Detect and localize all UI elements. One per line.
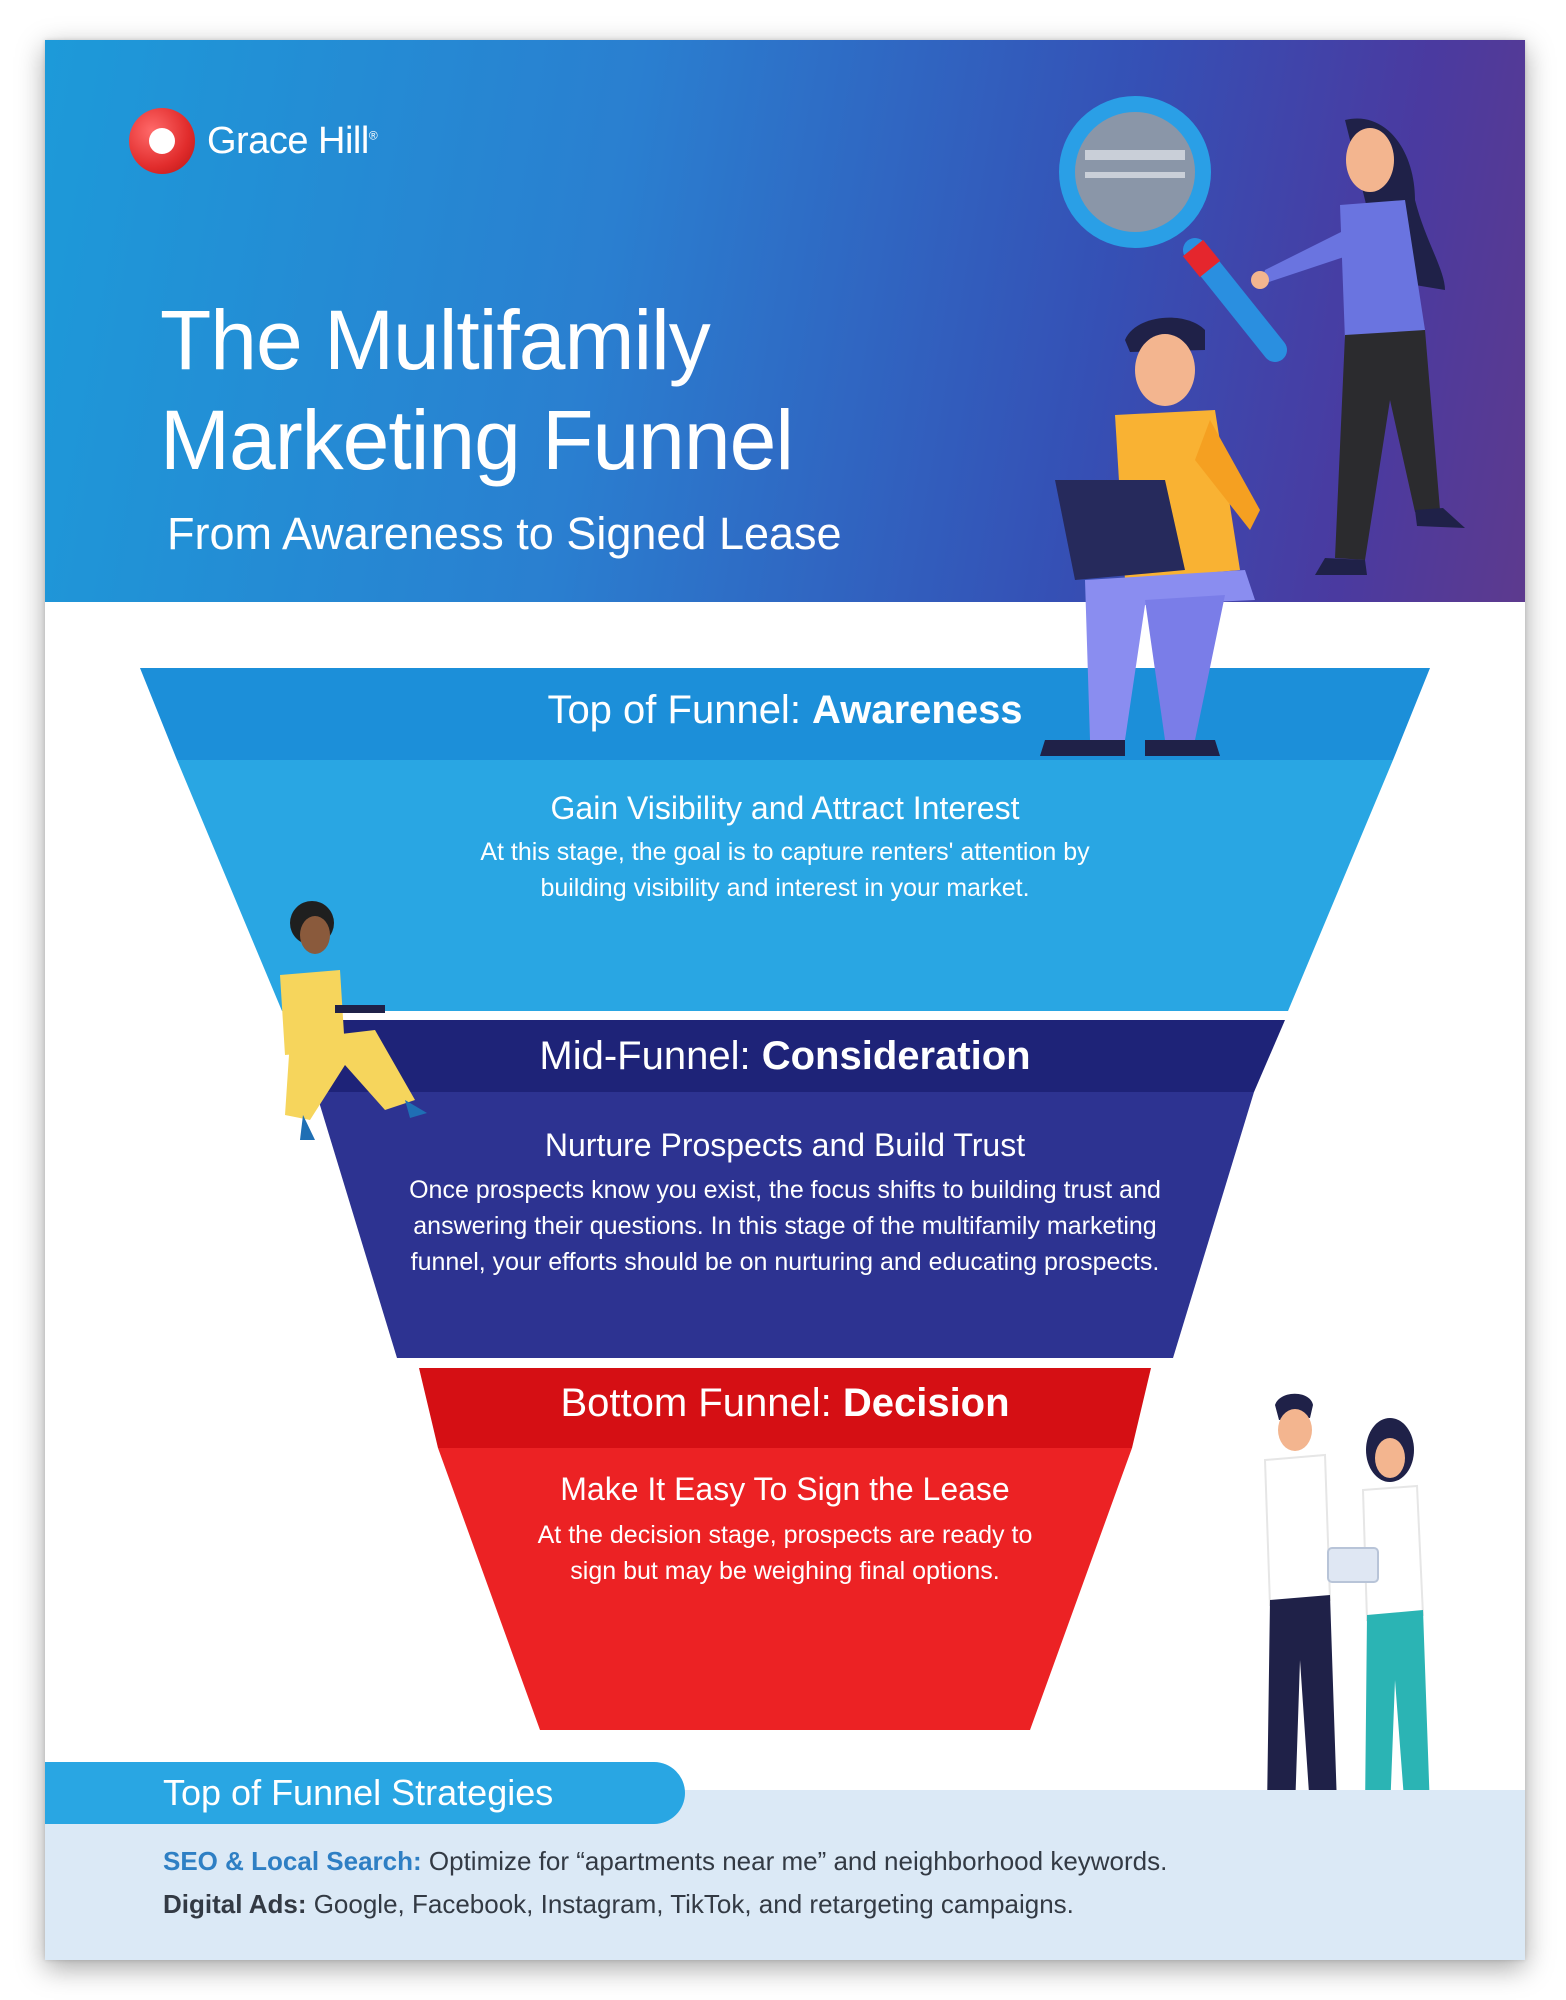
decision-stage-body: At the decision stage, prospects are rea… <box>537 1521 1033 1585</box>
page-subtitle: From Awareness to Signed Lease <box>167 508 842 559</box>
consideration-stage-subtitle: Nurture Prospects and Build Trust <box>544 1127 1026 1163</box>
decision-stage-subtitle: Make It Easy To Sign the Lease <box>560 1471 1010 1507</box>
header-banner <box>45 40 1525 602</box>
consideration-stage-title: Mid-Funnel: Consideration <box>539 1034 1031 1078</box>
title-line-1: The Multifamily <box>160 293 711 387</box>
decision-header-band <box>419 1368 1151 1448</box>
awareness-body-band <box>177 760 1393 1011</box>
brand-logo[interactable]: Grace Hill® <box>129 108 378 174</box>
decision-body-band <box>438 1448 1132 1730</box>
man-with-laptop-illustration <box>1040 317 1260 756</box>
awareness-stage-title: Top of Funnel: Awareness <box>547 688 1023 732</box>
woman-sitting-with-tablet-illustration <box>280 901 427 1140</box>
brand-name: Grace Hill® <box>207 119 378 162</box>
woman-standing-illustration <box>1251 118 1465 575</box>
couple-with-tablet-illustration <box>1263 1393 1430 1812</box>
funnel-graphic <box>140 96 1465 1812</box>
strategies-heading: Top of Funnel Strategies <box>45 1762 685 1824</box>
grace-hill-logo-icon <box>129 108 195 174</box>
consideration-body-band <box>316 1092 1254 1358</box>
page-title: The Multifamily Marketing Funnel <box>160 290 794 490</box>
strategy-item-seo: SEO & Local Search: Optimize for “apartm… <box>163 1846 1168 1876</box>
title-line-2: Marketing Funnel <box>160 393 794 487</box>
awareness-stage-body: At this stage, the goal is to capture re… <box>480 838 1090 902</box>
consideration-header-band <box>285 1020 1285 1092</box>
infographic-page: Grace Hill® The Multifamily Marketing Fu… <box>45 40 1525 1960</box>
magnifying-glass-illustration <box>1059 96 1287 362</box>
decision-stage-title: Bottom Funnel: Decision <box>560 1381 1010 1425</box>
awareness-stage-subtitle: Gain Visibility and Attract Interest <box>550 790 1020 826</box>
strategy-item-digital-ads: Digital Ads: Google, Facebook, Instagram… <box>163 1889 1074 1919</box>
consideration-stage-body: Once prospects know you exist, the focus… <box>409 1176 1161 1276</box>
